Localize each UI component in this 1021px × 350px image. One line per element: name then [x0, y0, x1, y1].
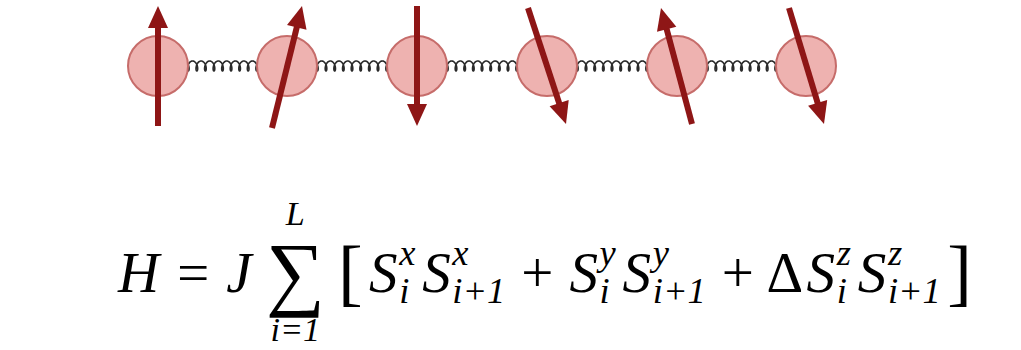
superscript: z	[837, 235, 851, 271]
index-stack: yi+1	[653, 235, 706, 309]
superscript: x	[452, 235, 505, 271]
spin-arrow-head	[407, 104, 427, 126]
spring	[703, 61, 780, 71]
spring	[184, 61, 261, 71]
superscript: y	[653, 235, 706, 271]
bracket: ]	[947, 235, 972, 309]
spin-arrow-shaft	[789, 8, 818, 105]
index-stack: zi	[837, 235, 851, 309]
spin-operator: Szi	[806, 235, 850, 309]
spring	[573, 61, 651, 71]
spin-arrow-shaft	[155, 26, 161, 126]
subscript: i+1	[888, 273, 941, 309]
upper-limit: L	[286, 198, 305, 230]
operator-symbol: S	[422, 244, 451, 301]
spin-arrow-head	[148, 6, 168, 28]
spring	[443, 61, 521, 71]
subscript: i	[600, 273, 616, 309]
spin-arrow-shaft	[666, 27, 692, 124]
subscript: i	[837, 273, 851, 309]
lower-limit: i=1	[270, 314, 320, 346]
index-stack: yi	[600, 235, 616, 309]
sum-sign: ∑	[266, 231, 325, 314]
operator-symbol: S	[369, 244, 398, 301]
operator-symbol: S	[806, 244, 835, 301]
anisotropy-symbol: Δ	[766, 244, 803, 301]
subscript: i+1	[452, 273, 505, 309]
plus-sign: +	[521, 244, 553, 301]
spin-sites	[128, 36, 836, 96]
formula-lhs: H = J	[118, 244, 251, 301]
spin-operator: Syi+1	[623, 235, 706, 309]
spin-arrow-head	[287, 6, 307, 30]
spin-arrow-shaft	[528, 8, 560, 105]
sum-operator: L∑i=1	[266, 198, 325, 346]
index-stack: xi+1	[452, 235, 505, 309]
spin-arrow-head	[657, 8, 676, 32]
spin-operator: Syi	[569, 235, 615, 309]
superscript: z	[888, 235, 941, 271]
spin-arrow-shaft	[414, 6, 420, 106]
superscript: y	[600, 235, 616, 271]
spin-operator: Szi+1	[858, 235, 941, 309]
operator-symbol: S	[623, 244, 652, 301]
spin-chain	[0, 0, 1021, 170]
spin-arrow-head	[550, 100, 569, 124]
spin-operator: Sxi	[369, 235, 415, 309]
index-stack: xi	[399, 235, 415, 309]
spring	[313, 61, 391, 71]
spin-arrow-shaft	[272, 25, 297, 128]
subscript: i+1	[653, 273, 706, 309]
spin-arrows	[148, 6, 827, 128]
operator-symbol: S	[569, 244, 598, 301]
plus-sign: +	[722, 244, 754, 301]
operator-symbol: S	[858, 244, 887, 301]
subscript: i	[399, 273, 415, 309]
index-stack: zi+1	[888, 235, 941, 309]
spin-operator: Sxi+1	[422, 235, 505, 309]
bracket: [	[338, 235, 363, 309]
hamiltonian-formula: H = JL∑i=1[SxiSxi+1+SyiSyi+1+ΔSziSzi+1]	[118, 198, 975, 346]
superscript: x	[399, 235, 415, 271]
spin-arrow-head	[808, 100, 827, 124]
